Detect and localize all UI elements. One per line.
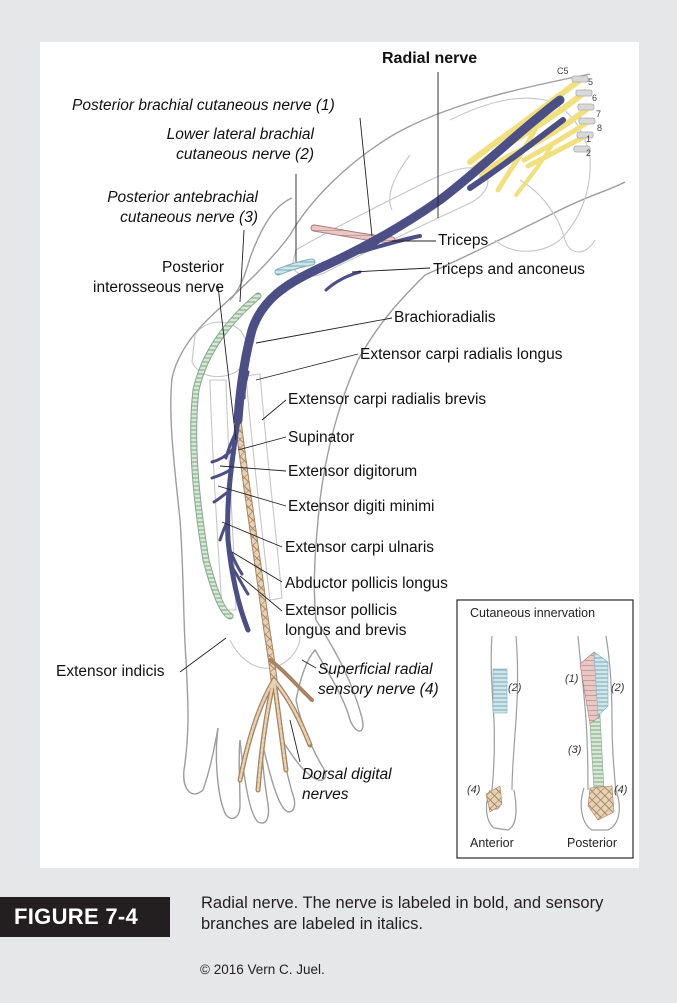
apl-label: Abductor pollicis longus <box>285 574 448 593</box>
extensor-indicis-label: Extensor indicis <box>56 662 165 681</box>
posterior-interosseous-label-1: Posterior <box>70 258 224 277</box>
inset-title: Cutaneous innervation <box>470 606 595 620</box>
radial-nerve-label: Radial nerve <box>382 49 477 68</box>
posterior-antebrachial-label-2: cutaneous nerve (3) <box>60 208 258 227</box>
ecrb-label: Extensor carpi radialis brevis <box>288 390 486 409</box>
figure-caption: Radial nerve. The nerve is labeled in bo… <box>201 893 641 935</box>
superficial-radial-label-1: Superficial radial <box>318 660 433 679</box>
extensor-digitorum-label: Extensor digitorum <box>288 462 417 481</box>
figure-copyright: © 2016 Vern C. Juel. <box>200 962 325 977</box>
lower-lateral-label-2: cutaneous nerve (2) <box>118 145 314 164</box>
spinal-level-8: 8 <box>597 123 602 133</box>
spinal-level-1: 1 <box>586 134 591 144</box>
epl-label-1: Extensor pollicis <box>285 601 397 620</box>
epl-label-2: longus and brevis <box>285 621 407 640</box>
inset-anterior-zone-2 <box>493 669 507 713</box>
inset-posterior-num-2: (2) <box>611 682 624 694</box>
extensor-digiti-minimi-label: Extensor digiti minimi <box>288 497 434 516</box>
triceps-label: Triceps <box>438 231 488 250</box>
spinal-level-6: 6 <box>592 93 597 103</box>
inset-anterior-label: Anterior <box>470 836 514 850</box>
inset-posterior-num-3: (3) <box>568 744 581 756</box>
supinator-label: Supinator <box>288 428 354 447</box>
ecrl-label: Extensor carpi radialis longus <box>360 345 562 364</box>
superficial-radial-label-2: sensory nerve (4) <box>318 680 439 699</box>
dorsal-digital-label-1: Dorsal digital <box>302 765 392 784</box>
posterior-brachial-label: Posterior brachial cutaneous nerve (1) <box>72 96 335 115</box>
spinal-level-5: 5 <box>588 77 593 87</box>
figure-badge: FIGURE 7-4 <box>0 897 170 937</box>
inset-anterior-num-2: (2) <box>508 682 521 694</box>
inset-anterior-num-4: (4) <box>467 784 480 796</box>
inset-posterior-num-1: (1) <box>565 673 578 685</box>
posterior-interosseous-label-2: interosseous nerve <box>70 278 224 297</box>
triceps-anconeus-label: Triceps and anconeus <box>433 260 585 279</box>
lower-lateral-label-1: Lower lateral brachial <box>118 125 314 144</box>
spinal-level-c5: C5 <box>557 66 569 76</box>
spinal-level-2: 2 <box>586 148 591 158</box>
inset-posterior-label: Posterior <box>567 836 617 850</box>
posterior-antebrachial-label-1: Posterior antebrachial <box>60 188 258 207</box>
dorsal-digital-label-2: nerves <box>302 785 349 804</box>
spinal-level-7: 7 <box>596 109 601 119</box>
brachioradialis-label: Brachioradialis <box>394 308 496 327</box>
ecu-label: Extensor carpi ulnaris <box>285 538 434 557</box>
inset-posterior-num-4: (4) <box>614 784 627 796</box>
